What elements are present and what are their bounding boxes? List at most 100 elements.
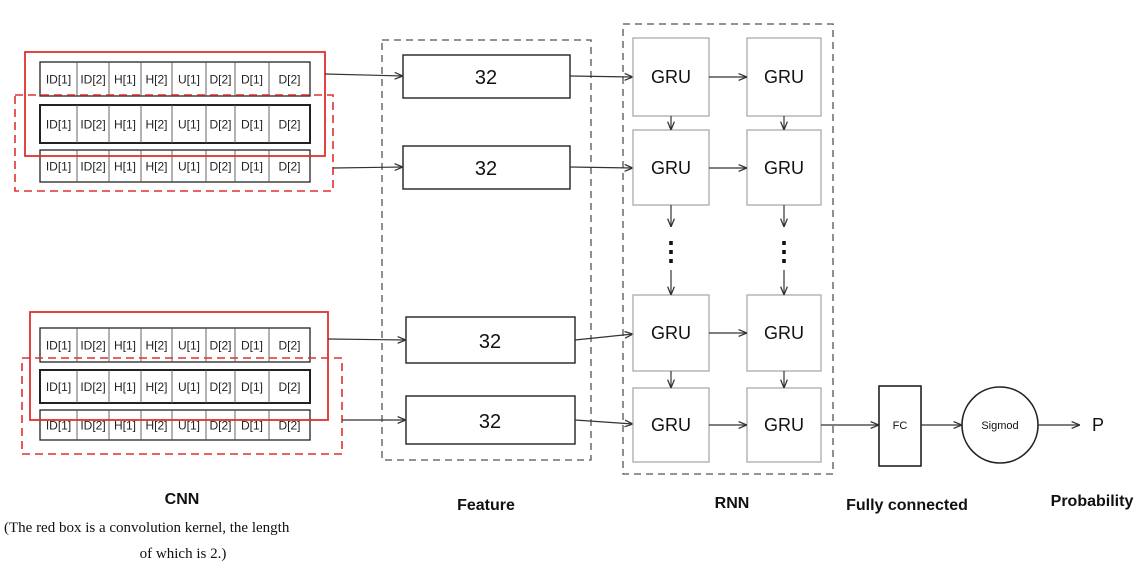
input-bottom-cell: H[1] xyxy=(114,419,136,433)
input-top-cell: ID[2] xyxy=(80,118,105,132)
input-bottom-cell: D[1] xyxy=(241,339,263,353)
rnn-group-box xyxy=(622,23,834,475)
input-bottom-cell: U[1] xyxy=(178,380,200,394)
input-bottom-cell: U[1] xyxy=(178,419,200,433)
arrow-input2-feature2 xyxy=(332,167,403,168)
input-bottom-cell: U[1] xyxy=(178,339,200,353)
gru-label-r1c1: GRU xyxy=(651,67,691,87)
arrow-feature3-gru xyxy=(574,334,633,341)
label-cnn: CNN xyxy=(165,491,200,508)
arrow-feature2-gru xyxy=(569,167,633,168)
feature-value-3: 32 xyxy=(479,331,501,353)
input-row-2 xyxy=(39,104,311,144)
input-bottom-cell: D[2] xyxy=(278,419,300,433)
caption-line-2: of which is 2.) xyxy=(140,546,227,562)
input-top-cell: D[2] xyxy=(278,160,300,174)
input-top-cell: D[2] xyxy=(209,73,231,87)
label-probability: Probability xyxy=(1051,493,1134,510)
feature-value-4: 32 xyxy=(479,411,501,433)
ellipsis-c2: ⋮ xyxy=(771,236,797,266)
input-bottom-cell: D[2] xyxy=(278,380,300,394)
input-top-cell: ID[2] xyxy=(80,73,105,87)
input-top-cell: ID[1] xyxy=(46,118,71,132)
input-block-top: ID[1] ID[2] H[1] H[2] U[1] D[2] D[1] D[2] ID[1] I… xyxy=(14,51,334,192)
input-top-cell: D[1] xyxy=(241,118,263,132)
input-top-cell: U[1] xyxy=(178,160,200,174)
arrow-feature4-gru xyxy=(574,419,633,424)
input-bottom-cell: D[2] xyxy=(278,339,300,353)
gru-label-r2c1: GRU xyxy=(651,158,691,178)
input-top-cell: D[1] xyxy=(241,73,263,87)
input-top-cell: D[1] xyxy=(241,160,263,174)
input-top-cell: D[2] xyxy=(209,118,231,132)
sigmoid-label: Sigmod xyxy=(981,420,1018,432)
input-bottom-cell: ID[1] xyxy=(46,380,71,394)
input-bottom-cell: H[2] xyxy=(145,419,167,433)
arrow-feature1-gru xyxy=(569,76,633,77)
gru-label-r4c2: GRU xyxy=(764,415,804,435)
input-top-cell: ID[1] xyxy=(46,160,71,174)
input-top-cell: H[2] xyxy=(145,118,167,132)
conv-kernel-solid-top xyxy=(24,51,326,157)
input-row-4 xyxy=(39,327,311,363)
gru-cell-r2c2 xyxy=(746,129,822,206)
gru-cell-r3c2 xyxy=(746,294,822,372)
input-bottom-cell: D[2] xyxy=(209,380,231,394)
input-bottom-cell: H[1] xyxy=(114,380,136,394)
ellipsis-c1: ⋮ xyxy=(658,236,684,266)
input-bottom-cell: D[2] xyxy=(209,339,231,353)
label-fully-connected: Fully connected xyxy=(846,497,968,514)
caption-line-1: (The red box is a convolution kernel, th… xyxy=(4,520,290,536)
fc-box xyxy=(878,385,922,467)
gru-label-r2c2: GRU xyxy=(764,158,804,178)
label-feature: Feature xyxy=(457,497,515,514)
feature-value-1: 32 xyxy=(475,67,497,89)
input-top-cell: U[1] xyxy=(178,118,200,132)
feature-box-1 xyxy=(402,54,571,99)
input-row-5 xyxy=(39,369,311,404)
input-row-6 xyxy=(39,409,311,441)
fc-label: FC xyxy=(893,420,908,432)
label-rnn: RNN xyxy=(715,495,750,512)
conv-kernel-dashed-bottom xyxy=(21,357,343,455)
input-top-cell: D[2] xyxy=(278,73,300,87)
input-top-cell: D[2] xyxy=(209,160,231,174)
gru-label-r4c1: GRU xyxy=(651,415,691,435)
input-bottom-cell: ID[2] xyxy=(80,339,105,353)
input-top-cell: H[2] xyxy=(145,73,167,87)
gru-cell-r4c1 xyxy=(632,387,710,463)
output-label: P xyxy=(1092,415,1104,435)
gru-label-r3c1: GRU xyxy=(651,323,691,343)
input-top-cell: H[1] xyxy=(114,73,136,87)
input-row-1 xyxy=(39,61,311,97)
input-bottom-cell: ID[1] xyxy=(46,339,71,353)
input-bottom-cell: H[1] xyxy=(114,339,136,353)
conv-kernel-dashed-top xyxy=(14,94,334,192)
input-bottom-cell: ID[2] xyxy=(80,419,105,433)
feature-value-2: 32 xyxy=(475,158,497,180)
input-top-cell: H[2] xyxy=(145,160,167,174)
input-bottom-cell: H[2] xyxy=(145,380,167,394)
input-bottom-cell: D[1] xyxy=(241,380,263,394)
input-bottom-cell: ID[1] xyxy=(46,419,71,433)
feature-box-3 xyxy=(405,316,576,364)
input-bottom-cell: H[2] xyxy=(145,339,167,353)
input-top-cell: D[2] xyxy=(278,118,300,132)
input-top-cell: ID[2] xyxy=(80,160,105,174)
input-top-cell: U[1] xyxy=(178,73,200,87)
conv-kernel-solid-bottom xyxy=(29,311,329,421)
gru-label-r3c2: GRU xyxy=(764,323,804,343)
gru-label-r1c2: GRU xyxy=(764,67,804,87)
gru-cell-r1c2 xyxy=(746,37,822,117)
input-top-cell: ID[1] xyxy=(46,73,71,87)
input-top-cell: H[1] xyxy=(114,118,136,132)
input-top-cell: H[1] xyxy=(114,160,136,174)
arrow-input3-feature3 xyxy=(327,339,406,340)
input-block-bottom: ID[1] ID[2] H[1] H[2] U[1] D[2] D[1] D[2] ID[1] I… xyxy=(21,311,343,455)
input-bottom-cell: ID[2] xyxy=(80,380,105,394)
input-bottom-cell: D[2] xyxy=(209,419,231,433)
gru-cell-r2c1 xyxy=(632,129,710,206)
arrow-input1-feature1 xyxy=(324,74,403,76)
feature-group-box xyxy=(381,39,592,461)
